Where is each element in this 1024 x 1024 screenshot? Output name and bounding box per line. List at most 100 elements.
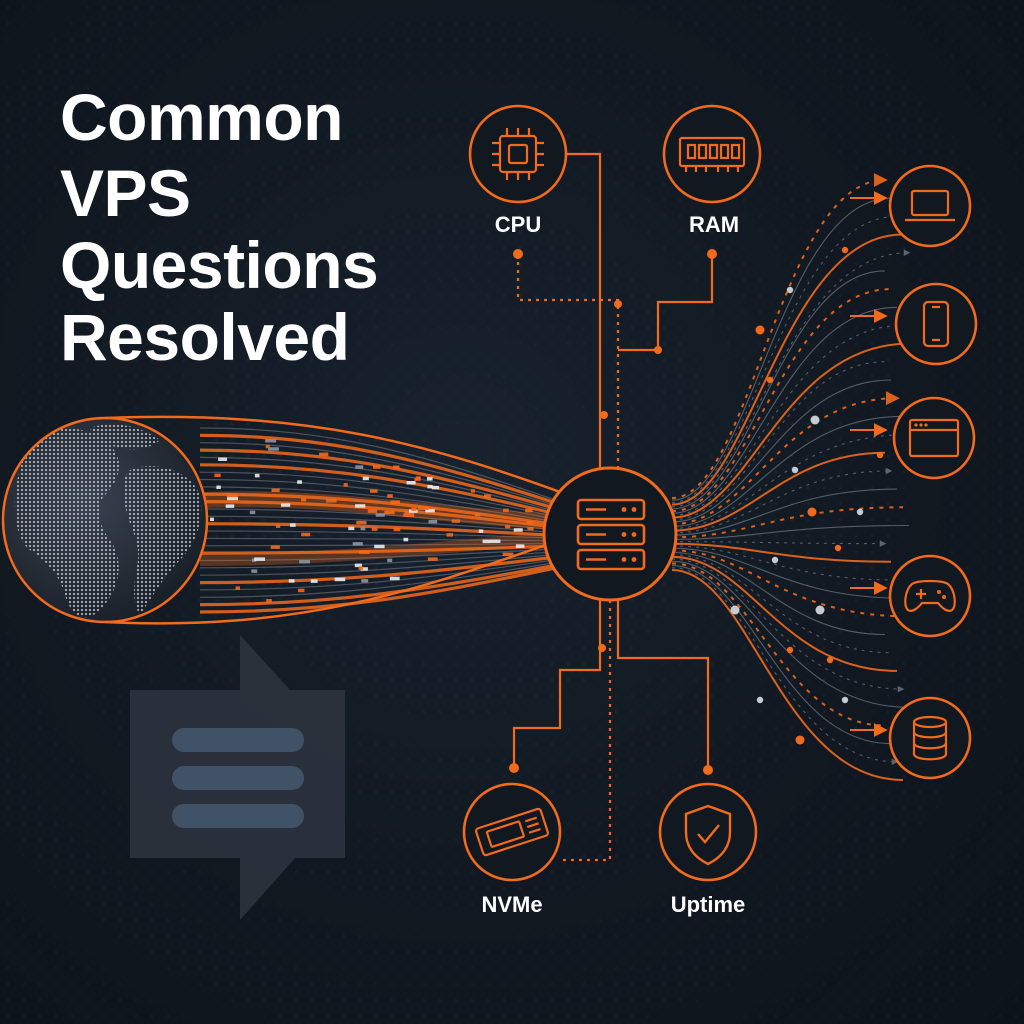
stream-line <box>199 548 556 562</box>
data-packet <box>451 519 461 523</box>
fanout-line <box>671 560 910 708</box>
nvme-drive-icon <box>475 807 549 857</box>
title-line-4: Resolved <box>60 300 350 374</box>
server-rack-icon <box>576 498 646 571</box>
fanout-node <box>834 544 842 552</box>
data-packet <box>513 528 523 532</box>
fanout-node <box>786 646 794 654</box>
fanout-node <box>807 507 817 517</box>
data-packet <box>235 586 240 590</box>
fanout-line <box>671 551 886 636</box>
stream-line <box>199 456 556 512</box>
fanout-line <box>671 288 892 513</box>
data-packet <box>355 504 366 508</box>
stream-line <box>199 530 556 539</box>
stream-line <box>199 471 556 517</box>
data-packet <box>354 563 362 568</box>
data-packet <box>343 483 348 487</box>
data-packet <box>418 506 429 510</box>
data-packet <box>266 599 272 603</box>
stream-line <box>199 433 556 505</box>
data-packet <box>525 508 533 513</box>
data-packet <box>226 493 238 498</box>
fanout-line <box>671 451 886 532</box>
data-packet <box>427 557 438 561</box>
nvme-label: NVMe <box>481 892 543 917</box>
stream-line <box>199 555 556 585</box>
data-packet <box>216 485 221 489</box>
fanout-line <box>671 569 904 781</box>
data-packet <box>374 544 385 549</box>
data-packet <box>393 527 401 532</box>
fanout-node <box>826 656 834 664</box>
data-packet <box>403 513 415 517</box>
data-packet <box>474 512 481 517</box>
ram-label: RAM <box>688 212 740 237</box>
data-packet <box>384 510 395 515</box>
fanout-node <box>766 376 774 384</box>
fanout-line <box>671 197 892 501</box>
fanout-line <box>671 270 886 510</box>
data-packet <box>227 496 238 501</box>
fanout-line <box>671 467 893 534</box>
fanout-line <box>671 558 905 693</box>
data-packet <box>360 567 368 571</box>
data-packet <box>428 519 438 524</box>
data-packet <box>470 489 475 493</box>
gamepad-device <box>888 554 972 638</box>
data-packet <box>526 520 534 525</box>
data-packet <box>362 476 369 481</box>
fanout-line <box>671 567 899 766</box>
fanout-line <box>671 342 910 519</box>
data-packet <box>446 533 454 537</box>
data-packet <box>371 527 378 531</box>
data-packet <box>356 520 367 525</box>
gamepad-icon <box>904 579 956 612</box>
fanout-line <box>671 488 898 536</box>
data-packet <box>478 529 484 533</box>
fanout-node <box>795 735 805 745</box>
data-packet <box>298 588 305 593</box>
chat-bubble-icon <box>130 635 345 920</box>
circuit-nodes <box>509 249 717 775</box>
fanout-node <box>771 556 779 564</box>
fanout-line <box>671 306 898 514</box>
data-packet <box>355 465 364 469</box>
laptop-icon <box>905 189 955 222</box>
server-hub <box>542 466 678 602</box>
data-packet <box>319 452 329 457</box>
stream-glow <box>199 532 556 566</box>
data-packet <box>370 489 378 493</box>
data-packet <box>490 539 501 543</box>
data-packet <box>425 508 435 513</box>
fanout-line <box>671 565 892 745</box>
fanout-line <box>671 506 904 539</box>
data-packet <box>268 447 279 451</box>
database-device <box>888 696 972 780</box>
data-packet <box>515 544 525 548</box>
data-packet <box>367 509 378 513</box>
fanout-node <box>810 415 820 425</box>
data-packet <box>281 503 291 507</box>
data-packet <box>389 576 400 581</box>
stream-glow <box>199 491 556 530</box>
data-packet <box>505 524 511 529</box>
fanout-line <box>671 554 892 654</box>
data-packet <box>214 473 221 478</box>
data-packet <box>288 579 295 583</box>
browser-window-device <box>892 396 976 480</box>
data-packet <box>393 465 400 469</box>
data-packet <box>299 560 310 564</box>
data-packet <box>375 513 385 517</box>
title-line-1: Common <box>60 80 343 154</box>
data-packet <box>310 579 318 583</box>
uptime-label: Uptime <box>670 892 746 917</box>
fanout-node <box>815 605 825 615</box>
data-packet <box>225 504 235 508</box>
data-packet <box>403 537 409 542</box>
data-packet <box>254 473 260 478</box>
fanout-line <box>671 391 900 526</box>
fanout-node <box>755 325 765 335</box>
data-packet <box>297 480 302 484</box>
